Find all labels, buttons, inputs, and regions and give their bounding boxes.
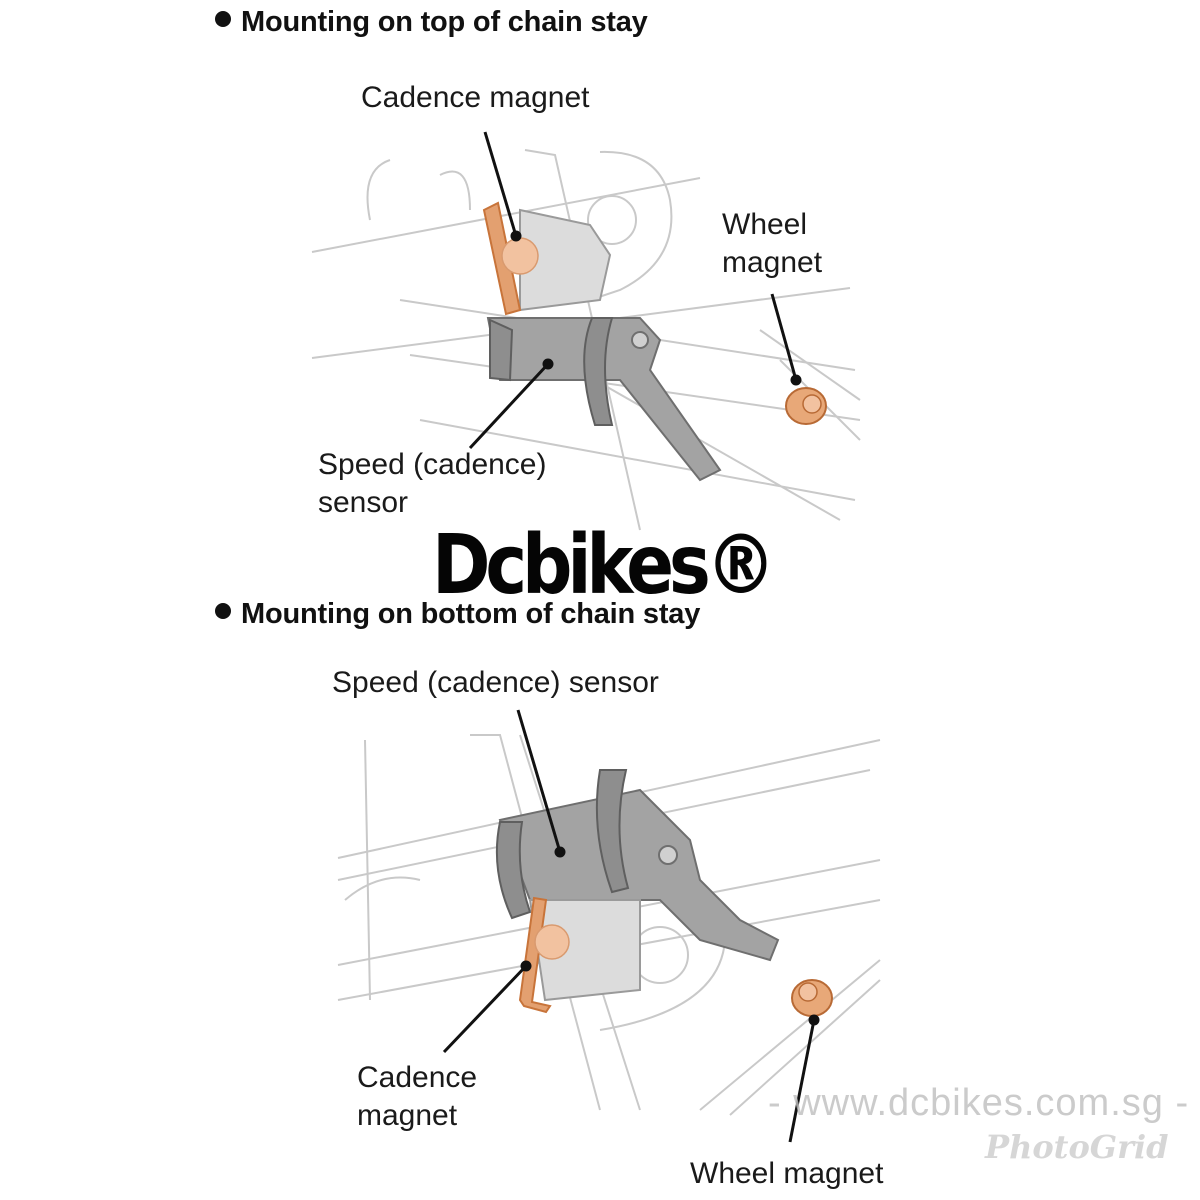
top-leader-lines xyxy=(468,131,802,450)
bottom-heading: Mounting on bottom of chain stay xyxy=(215,598,700,631)
top-wheel-magnet-label-line2: magnet xyxy=(722,246,823,279)
top-dropout xyxy=(589,150,673,301)
bottom-cadence-magnet-label-line1: Cadence xyxy=(357,1061,478,1094)
top-wheel-magnet xyxy=(785,387,827,425)
bottom-sensor-body xyxy=(495,769,780,1002)
bottom-wheel-magnet xyxy=(791,979,833,1017)
top-sensor-body xyxy=(486,208,722,482)
bottom-heading-text: Mounting on bottom of chain stay xyxy=(241,598,701,630)
bottom-leader-lines xyxy=(442,709,820,1143)
top-crank-arm xyxy=(366,159,471,221)
brand-logo-text: Dcbikes® xyxy=(432,518,776,613)
top-axle xyxy=(587,195,637,245)
top-cadence-magnet xyxy=(482,201,539,316)
top-heading-text: Mounting on top of chain stay xyxy=(241,6,648,38)
bottom-cadence-magnet-label-line2: magnet xyxy=(357,1099,458,1132)
bottom-cadence-magnet xyxy=(518,896,570,1014)
top-sensor-label-line2: sensor xyxy=(318,486,409,519)
heading-bullet xyxy=(215,11,231,27)
heading-bullet xyxy=(215,603,231,619)
watermark-site: - www.dcbikes.com.sg - xyxy=(768,1082,1190,1124)
top-sensor-label-line1: Speed (cadence) xyxy=(318,448,547,481)
top-cadence-magnet-label: Cadence magnet xyxy=(361,81,590,114)
top-wheel-magnet-label-line1: Wheel xyxy=(722,208,808,241)
bottom-wheel-spoke xyxy=(699,959,881,1116)
bottom-wheel-magnet-label: Wheel magnet xyxy=(690,1157,884,1190)
top-heading: Mounting on top of chain stay xyxy=(215,6,648,39)
bottom-sensor-label: Speed (cadence) sensor xyxy=(332,666,659,699)
bottom-crank-arm xyxy=(344,739,421,1001)
watermark-app: PhotoGrid xyxy=(985,1128,1169,1166)
